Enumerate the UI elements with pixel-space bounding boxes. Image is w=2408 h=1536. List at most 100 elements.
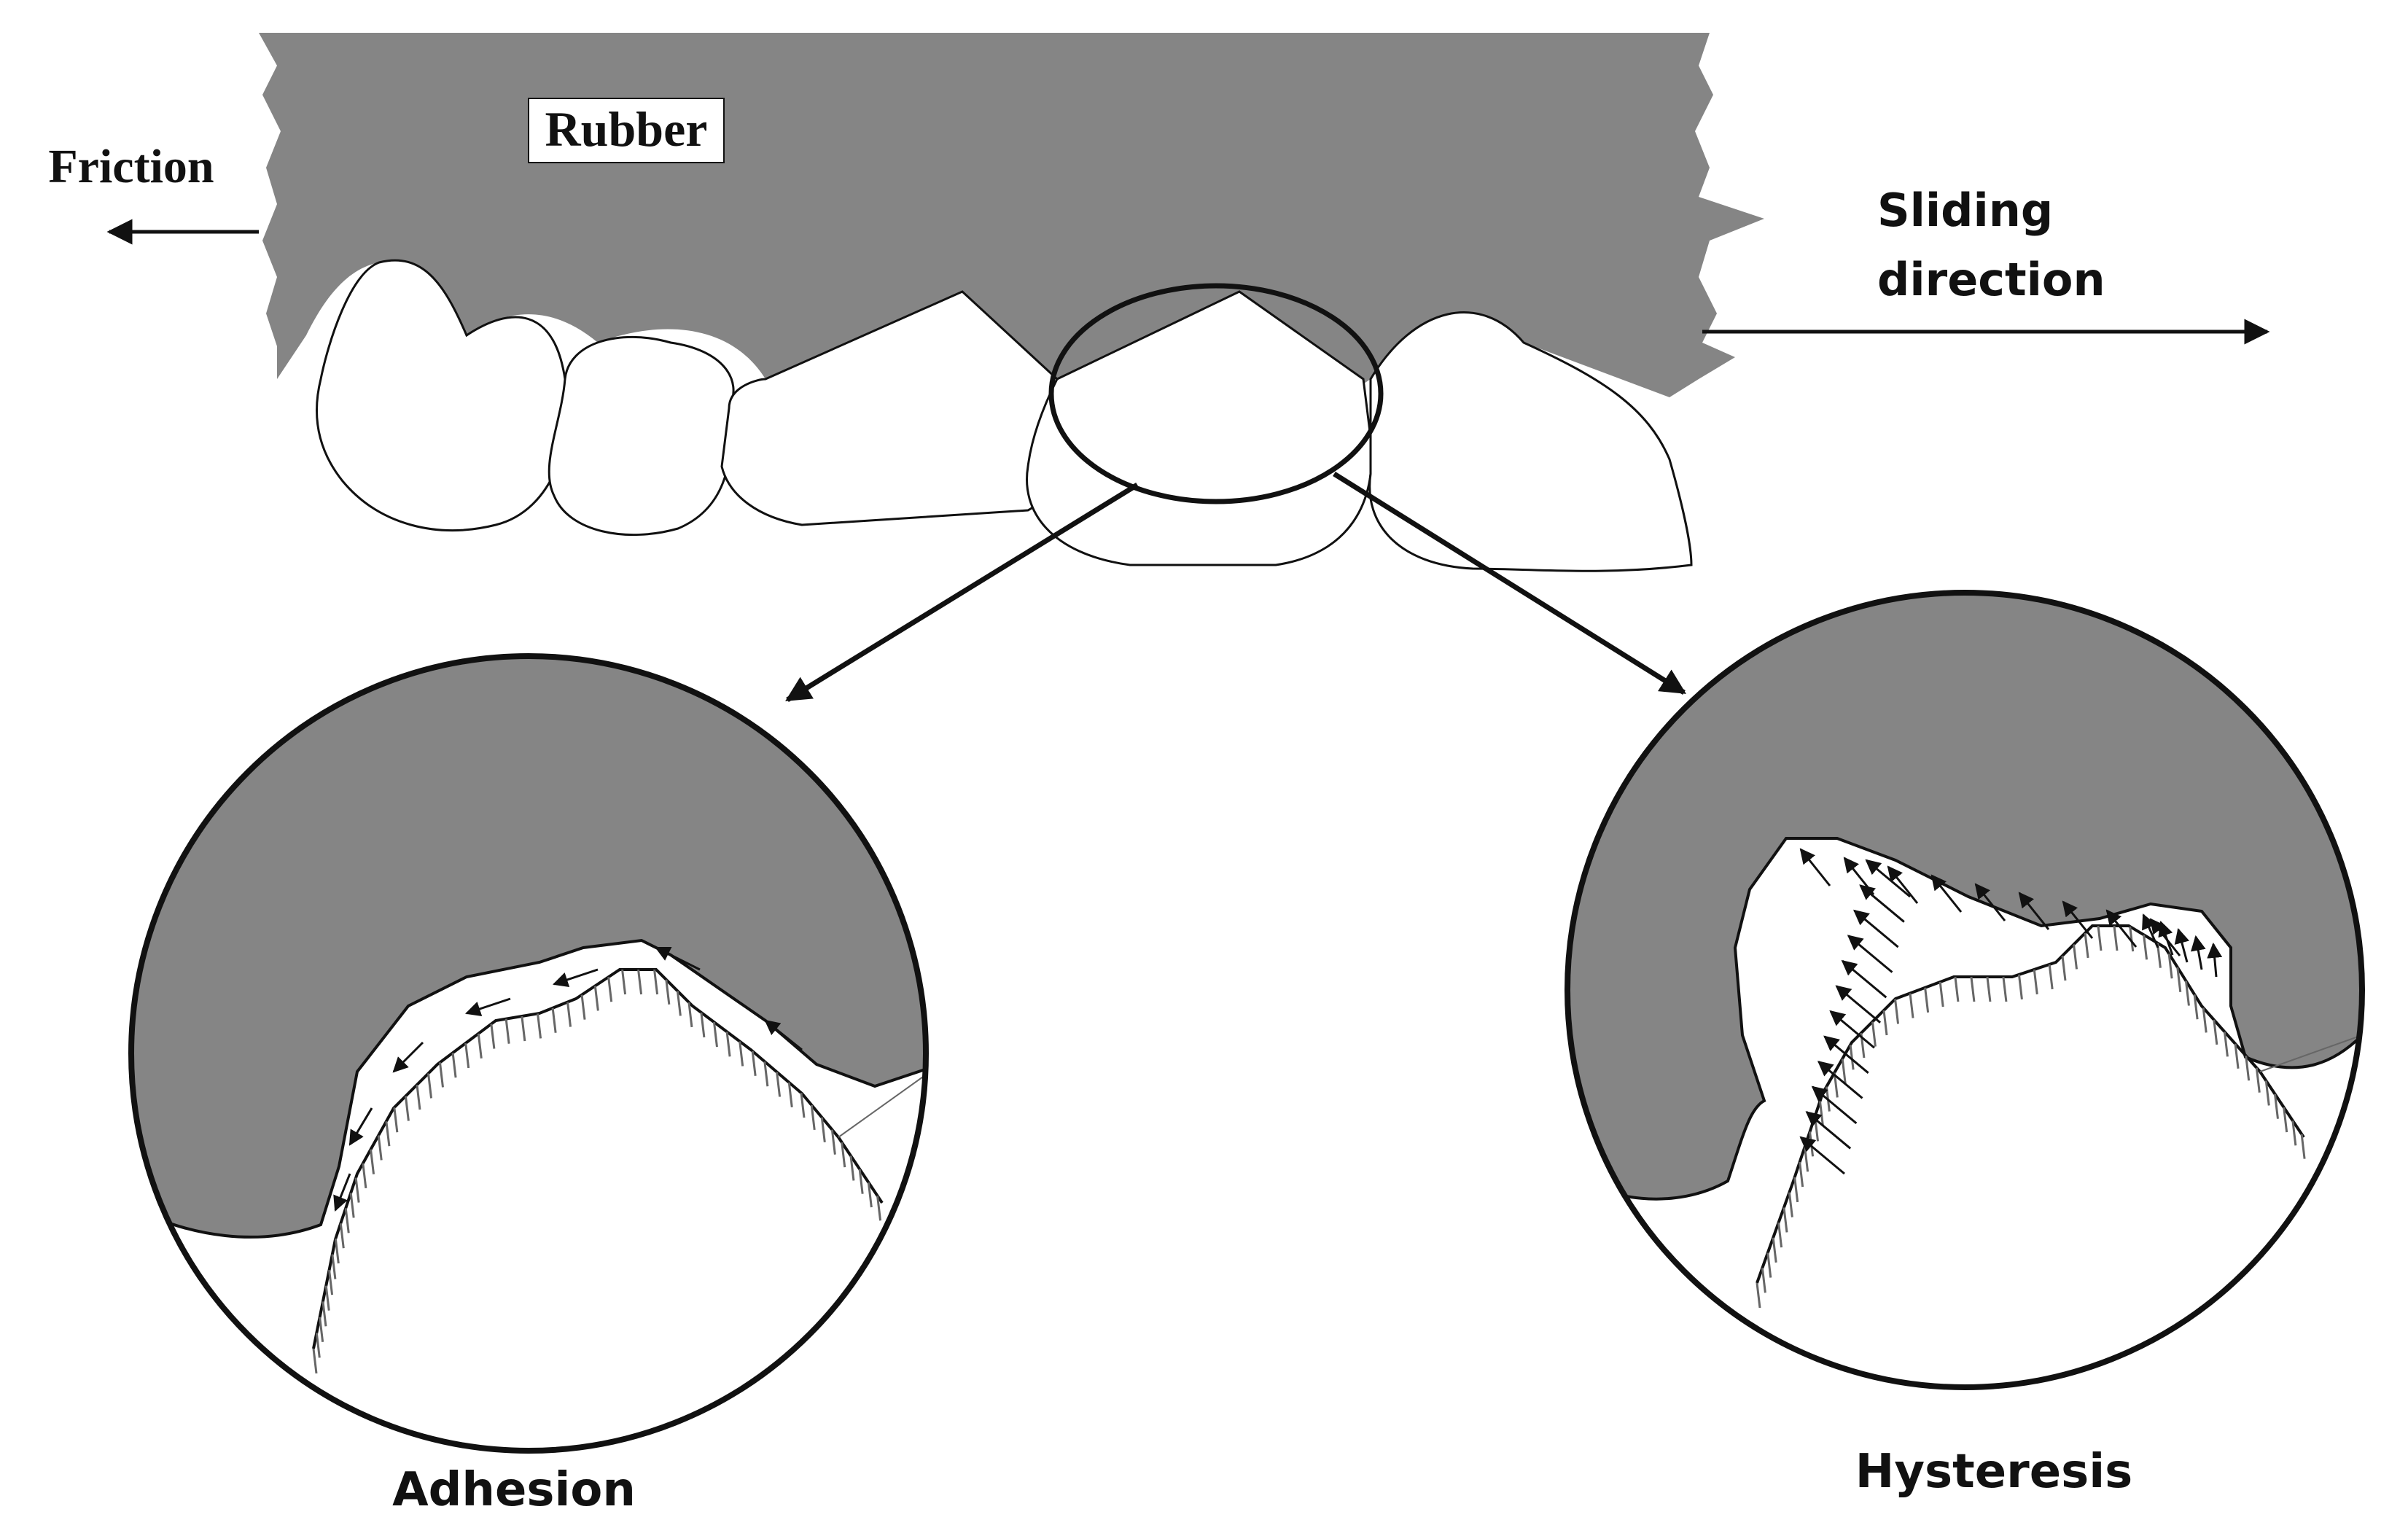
hatch-mark	[2291, 1120, 2297, 1146]
hatch-mark	[800, 1092, 806, 1118]
hatch-mark	[841, 1142, 846, 1168]
hatch-mark	[1849, 1045, 1855, 1070]
hatch-mark	[328, 1269, 334, 1295]
arrow-to-adhesion	[785, 483, 1139, 702]
hatch-mark	[712, 1021, 718, 1048]
hatch-mark	[725, 1032, 731, 1057]
pressure-arrow	[1823, 1035, 1869, 1074]
hatch-mark	[362, 1163, 367, 1189]
hatch-mark	[1772, 1237, 1777, 1263]
hatch-mark	[1882, 1010, 1888, 1036]
hatch-mark	[849, 1155, 855, 1181]
hatch-mark	[810, 1104, 816, 1131]
hatch-mark	[2213, 1019, 2218, 1045]
hysteresis-label: Hysteresis	[1855, 1445, 2132, 1499]
hatch-mark	[1782, 1207, 1788, 1233]
hatch-mark	[319, 1317, 324, 1343]
hatch-mark	[2097, 925, 2103, 951]
hatch-mark	[312, 1348, 318, 1374]
pressure-arrow	[1930, 874, 1963, 913]
hatch-mark	[464, 1042, 470, 1069]
hatch-mark	[2264, 1080, 2270, 1106]
pressure-arrow	[2174, 927, 2190, 963]
hatch-mark	[339, 1223, 345, 1249]
shear-arrow	[764, 1019, 803, 1051]
hatch-mark	[1871, 1021, 1877, 1047]
hatch-mark	[504, 1018, 510, 1044]
hatch-mark	[490, 1024, 496, 1049]
aggregate-stones	[315, 259, 1693, 572]
hatch-mark	[2048, 964, 2054, 990]
hatch-mark	[763, 1061, 769, 1087]
hatch-mark	[2184, 981, 2190, 1006]
hatch-mark	[315, 1333, 321, 1358]
pressure-arrow	[2190, 935, 2206, 970]
pressure-arrow	[2062, 900, 2094, 939]
hatch-mark	[665, 979, 671, 1005]
hatch-mark	[324, 1285, 330, 1311]
hatch-mark	[621, 969, 627, 995]
magnifier-ellipse	[1048, 283, 1384, 504]
hatch-mark	[2129, 926, 2135, 952]
hatch-mark	[637, 969, 643, 995]
hatch-mark	[404, 1096, 410, 1121]
sliding-label-line2: direction	[1877, 253, 2105, 306]
hatch-mark	[370, 1149, 375, 1174]
hatch-mark	[1756, 1282, 1761, 1309]
hatch-mark	[2073, 944, 2078, 970]
hatch-mark	[1970, 976, 1976, 1002]
hatch-mark	[551, 1007, 557, 1033]
pressure-arrow	[1805, 1111, 1852, 1150]
adhesion-label: Adhesion	[392, 1463, 636, 1517]
pressure-arrow	[1829, 1010, 1875, 1049]
hatch-mark	[607, 977, 613, 1002]
adhesion-circle	[131, 656, 926, 1451]
hatch-mark	[354, 1177, 360, 1203]
hatch-mark	[1939, 981, 1944, 1007]
hatch-mark	[537, 1013, 542, 1039]
pressure-arrow	[2142, 913, 2159, 948]
hatch-mark	[1894, 999, 1900, 1024]
hatch-mark	[858, 1169, 864, 1194]
hatch-mark	[2002, 976, 2008, 1002]
stone	[315, 259, 569, 531]
hatch-mark	[1841, 1059, 1847, 1084]
hatch-mark	[438, 1062, 444, 1088]
hatch-mark	[349, 1193, 355, 1218]
pressure-arrow	[2158, 921, 2174, 956]
pressure-arrow	[1799, 1136, 1845, 1175]
hatch-mark	[334, 1238, 340, 1264]
hatch-mark	[521, 1015, 526, 1042]
hatch-mark	[2283, 1107, 2288, 1133]
hatch-mark	[344, 1208, 350, 1233]
hatch-mark	[2143, 935, 2148, 960]
hatch-mark	[2167, 954, 2173, 979]
hatch-mark	[876, 1196, 882, 1221]
pressure-arrow	[1859, 884, 1905, 923]
pressure-arrow	[2105, 909, 2138, 948]
sliding-label-line1: Sliding	[1877, 184, 2053, 237]
hatch-mark	[2245, 1056, 2251, 1081]
hatch-mark	[1793, 1177, 1799, 1203]
hatch-mark	[739, 1041, 744, 1067]
hatch-mark	[593, 986, 599, 1011]
pressure-arrow	[1835, 985, 1882, 1024]
pressure-arrow	[1841, 959, 1887, 999]
hatch-mark	[1799, 1161, 1804, 1188]
hatch-mark	[2234, 1043, 2240, 1069]
hatch-mark	[2300, 1134, 2306, 1159]
hatch-mark	[451, 1053, 457, 1078]
hatch-mark	[830, 1129, 836, 1155]
hatch-mark	[2193, 994, 2199, 1020]
hatch-mark	[2223, 1032, 2229, 1057]
shear-arrow	[553, 968, 599, 987]
pressure-arrow	[1887, 865, 1919, 904]
rubber-label: Rubber	[545, 101, 708, 157]
hatch-mark	[2202, 1007, 2208, 1033]
hatch-mark	[1777, 1222, 1783, 1248]
pressure-arrow	[2018, 892, 2050, 930]
pressure-arrow	[2207, 942, 2223, 978]
arrow-to-hysteresis	[1333, 472, 1686, 695]
pressure-arrow	[1817, 1061, 1863, 1099]
